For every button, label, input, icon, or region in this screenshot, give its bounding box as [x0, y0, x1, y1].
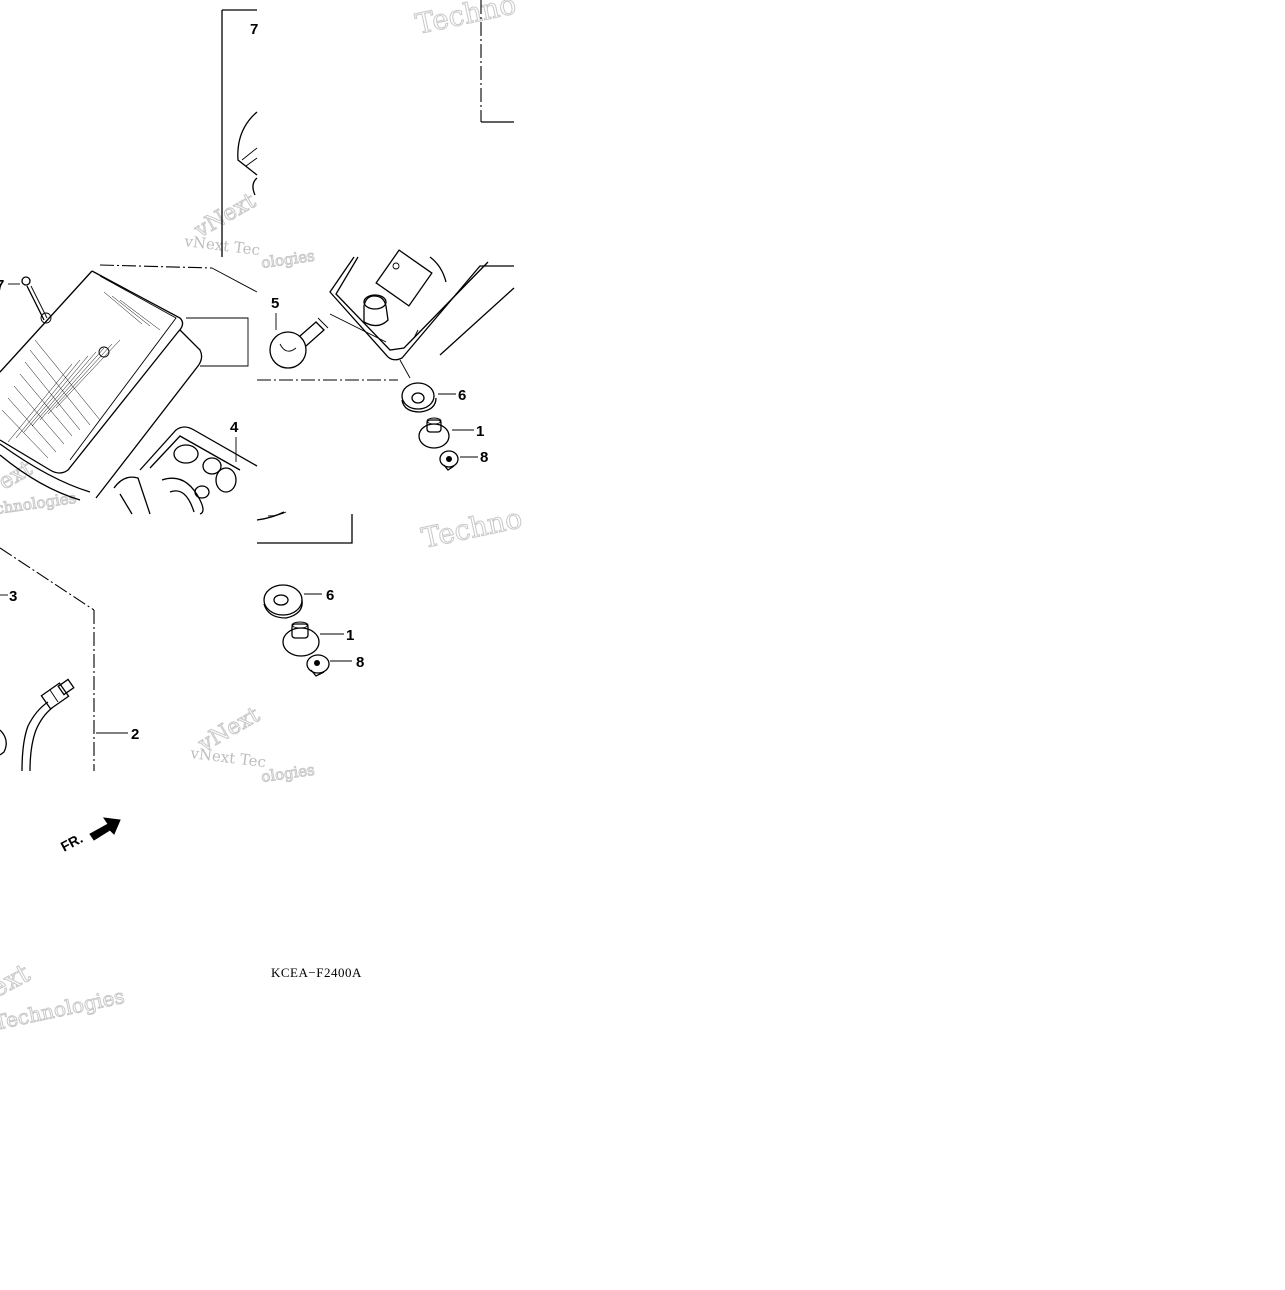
- lens-hatching: [1, 291, 161, 459]
- tile-middle-left: 7: [0, 264, 258, 515]
- watermark-text: vNext Tec: [189, 744, 267, 771]
- cap-icon: [439, 450, 459, 471]
- callout-1: 1: [476, 423, 484, 440]
- grommet-icon: [401, 382, 437, 413]
- socket-icon: [282, 621, 320, 657]
- callout-4: 4: [230, 419, 239, 436]
- callout-5: 5: [271, 295, 279, 312]
- arrow-right-icon: [89, 817, 121, 841]
- bulb-icon: [269, 317, 329, 369]
- tile-top-left: 7: [221, 9, 258, 257]
- watermark-text: ext: [0, 456, 37, 495]
- watermark-text: ologies: [260, 761, 316, 786]
- callout-6: 6: [458, 387, 466, 404]
- cap-icon: [306, 654, 330, 677]
- watermark-text: vNext: [190, 188, 261, 243]
- watermark-text: Techno: [413, 0, 519, 41]
- watermark-layer: Techno vNext Tec vNext ologies chnologie…: [0, 0, 525, 1035]
- callout-3: 3: [9, 588, 17, 605]
- tile-bottom-left: 3 2: [0, 547, 139, 772]
- callout-7: 7: [0, 277, 4, 294]
- front-label: FR.: [58, 830, 85, 855]
- watermark-text: ologies: [260, 247, 316, 272]
- tile-top-right: [480, 0, 514, 123]
- socket-icon: [418, 417, 450, 449]
- part-code: KCEA−F2400A: [271, 965, 362, 980]
- watermark-text: Techno: [419, 501, 525, 554]
- callout-7: 7: [250, 21, 258, 38]
- watermark-text: ext: [0, 958, 36, 1004]
- tile-bottom-center: 6 1 8: [256, 511, 364, 677]
- callout-8: 8: [480, 449, 488, 466]
- wire-harness-icon: [0, 678, 75, 772]
- front-direction-marker: FR.: [58, 817, 121, 855]
- callout-2: 2: [131, 726, 139, 743]
- callout-6: 6: [326, 587, 334, 604]
- watermark-text: chnologies: [0, 489, 77, 518]
- grommet-icon: [263, 584, 303, 619]
- tile-center: 5 6 1 8: [257, 249, 515, 471]
- callout-8: 8: [356, 654, 364, 671]
- callout-1: 1: [346, 627, 354, 644]
